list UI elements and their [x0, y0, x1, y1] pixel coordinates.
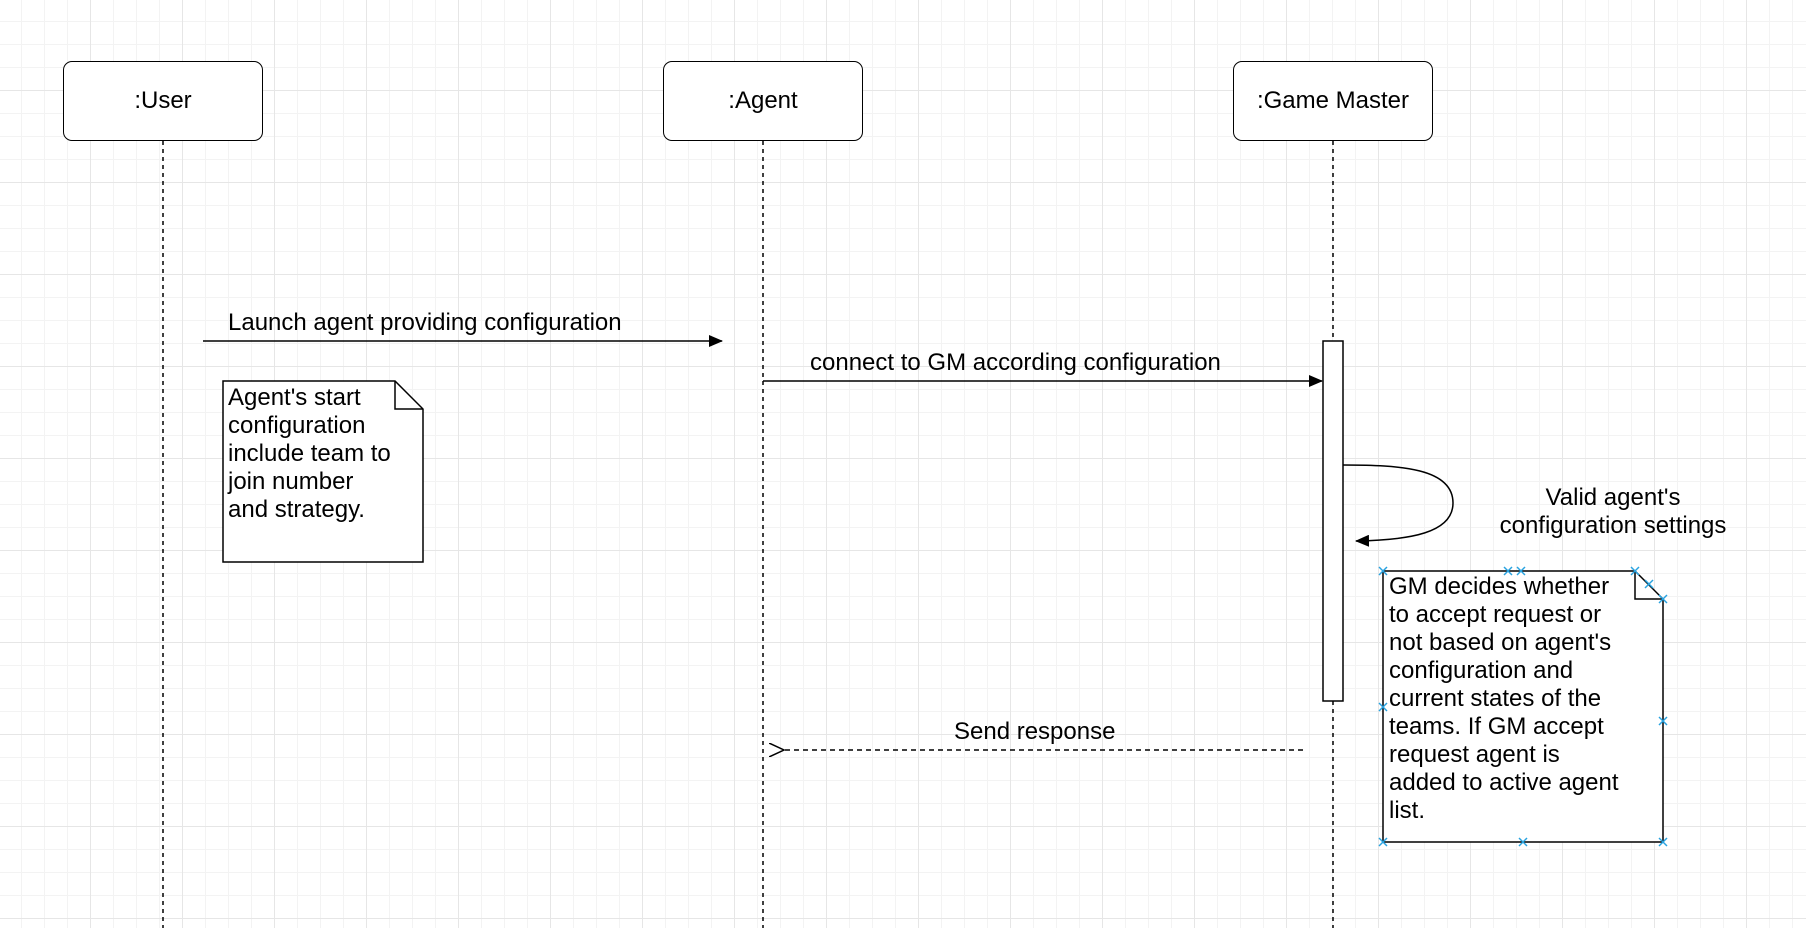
agent-config-note-text: Agent's start configuration include team… — [228, 384, 391, 523]
agent-config-note-fold — [394, 381, 423, 410]
gm-decision-note-text: GM decides whether to accept request or … — [1389, 573, 1619, 824]
user-participant[interactable]: :User — [63, 61, 263, 141]
selection-handle[interactable] — [1503, 566, 1513, 576]
selection-handle[interactable] — [1516, 566, 1526, 576]
validate-message-label[interactable]: Valid agent's configuration settings — [1499, 484, 1727, 539]
selection-handle[interactable] — [1658, 716, 1668, 726]
selection-handle[interactable] — [1658, 837, 1668, 847]
user-participant-label: :User — [134, 87, 192, 114]
gm-decision-note-fold — [1634, 571, 1663, 600]
game-master-activation-bar[interactable] — [1322, 340, 1344, 702]
selection-handle[interactable] — [1630, 566, 1640, 576]
game-master-participant-label: :Game Master — [1256, 87, 1410, 114]
agent-participant[interactable]: :Agent — [663, 61, 863, 141]
agent-participant-label: :Agent — [728, 87, 798, 114]
selection-handle[interactable] — [1518, 837, 1528, 847]
selection-handles[interactable] — [1378, 566, 1668, 847]
selection-handle[interactable] — [1378, 837, 1388, 847]
connect-message-label[interactable]: connect to GM according configuration — [810, 349, 1221, 376]
launch-message-label[interactable]: Launch agent providing configuration — [228, 309, 622, 336]
selection-handle[interactable] — [1378, 702, 1388, 712]
response-message-label[interactable]: Send response — [954, 718, 1116, 745]
game-master-participant[interactable]: :Game Master — [1233, 61, 1433, 141]
validate-self-message-arrow[interactable] — [1342, 464, 1454, 547]
selection-handle[interactable] — [1378, 566, 1388, 576]
selection-handle[interactable] — [1658, 594, 1668, 604]
selection-handle[interactable] — [1644, 579, 1654, 589]
agent-config-note-shape[interactable] — [222, 380, 424, 563]
